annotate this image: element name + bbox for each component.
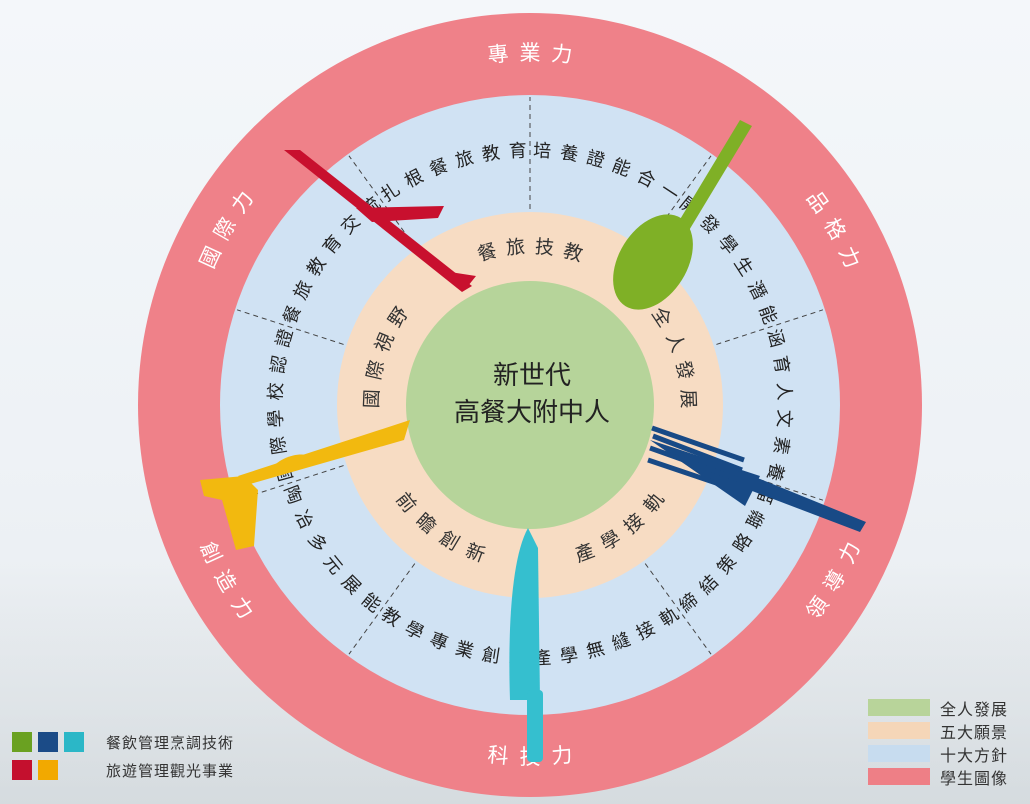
strategy-divider — [644, 563, 712, 655]
center-circle — [406, 281, 654, 529]
teal-knife-icon — [509, 528, 543, 762]
portrait-label-0-char: 力 — [550, 41, 573, 67]
strategy-label-5-char: 創 — [480, 644, 501, 668]
strategy-label-7-char: 證 — [272, 327, 297, 350]
teal-swatch — [64, 732, 84, 752]
legend-bar-peach — [868, 722, 930, 739]
legend-right: 全人發展 五大願景 十大方針 學生圖像 — [868, 696, 1008, 788]
vision-label-1-char: 展 — [677, 389, 700, 409]
legend-item-food: 餐飲管理烹調技術 — [12, 728, 234, 756]
strategy-divider — [348, 155, 416, 247]
strategy-label-7-char: 學 — [265, 409, 287, 428]
portrait-label-3-char: 力 — [550, 743, 573, 769]
portrait-label-0-char: 專 — [487, 41, 510, 67]
legend-item-strategy: 十大方針 — [868, 742, 1008, 765]
yellow-server-icon — [200, 420, 410, 550]
vision-label-4-char: 際 — [363, 358, 389, 381]
strategy-label-9-char: 育 — [508, 140, 527, 162]
legend-item-whole: 全人發展 — [868, 696, 1008, 719]
strategy-label-0-char: 證 — [584, 147, 607, 172]
legend-bar-green — [868, 699, 930, 716]
strategy-label-7-char: 際 — [267, 435, 291, 456]
strategy-label-2-char: 文 — [773, 409, 795, 428]
strategy-label-2-char: 素 — [769, 435, 793, 456]
legend-item-travel: 旅遊管理觀光事業 — [12, 756, 234, 784]
legend-item-portrait: 學生圖像 — [868, 765, 1008, 788]
strategy-label-9-char: 教 — [480, 142, 501, 166]
portrait-label-3-char: 科 — [487, 743, 510, 769]
strategy-label-2-char: 人 — [773, 382, 795, 401]
legend-label-food: 餐飲管理烹調技術 — [106, 733, 235, 752]
navy-swatch — [38, 732, 58, 752]
green-swatch — [12, 732, 32, 752]
strategy-label-2-char: 涵 — [763, 327, 788, 350]
legend-label-strategy: 十大方針 — [940, 745, 1009, 765]
strategy-label-9: 扎根餐旅教育 — [377, 140, 527, 206]
strategy-label-0-char: 培 — [533, 140, 552, 162]
legend-label-portrait: 學生圖像 — [940, 768, 1009, 788]
portrait-label-0: 專業力 — [487, 41, 574, 67]
red-knife-icon — [284, 150, 476, 292]
strategy-label-7-char: 校 — [265, 382, 287, 401]
strategy-label-9-char: 旅 — [453, 147, 476, 172]
strategy-label-4-char: 無 — [584, 638, 607, 663]
vision-label-0-char: 技 — [534, 236, 555, 260]
vision-label-0-char: 旅 — [505, 236, 526, 260]
center-line2: 高餐大附中人 — [454, 398, 610, 428]
legend-label-travel: 旅遊管理觀光事業 — [106, 761, 235, 780]
strategy-label-2-char: 育 — [769, 354, 793, 375]
legend-item-vision: 五大願景 — [868, 719, 1008, 742]
legend-bar-red — [868, 768, 930, 785]
red-swatch — [12, 760, 32, 780]
center-line1: 新世代 — [493, 361, 571, 391]
strategy-label-4-char: 學 — [559, 644, 580, 668]
strategy-label-2-char: 養 — [763, 460, 788, 483]
legend-bar-blue — [868, 745, 930, 762]
strategy-divider — [348, 563, 416, 655]
legend-left: 餐飲管理烹調技術 旅遊管理觀光事業 — [12, 728, 234, 784]
vision-label-4-char: 國 — [361, 389, 384, 409]
yellow-swatch — [38, 760, 58, 780]
portrait-label-0-char: 業 — [520, 41, 541, 65]
legend-label-whole: 全人發展 — [940, 699, 1009, 719]
strategy-divider — [236, 309, 344, 345]
strategy-label-5-char: 業 — [453, 638, 476, 663]
fork-icon — [647, 425, 866, 532]
strategy-label-7-char: 認 — [267, 354, 291, 375]
legend-label-vision: 五大願景 — [940, 722, 1009, 742]
vision-label-1-char: 發 — [671, 358, 697, 381]
strategy-divider — [716, 309, 824, 345]
spoon-icon — [613, 120, 752, 310]
strategy-label-0-char: 養 — [559, 142, 580, 166]
